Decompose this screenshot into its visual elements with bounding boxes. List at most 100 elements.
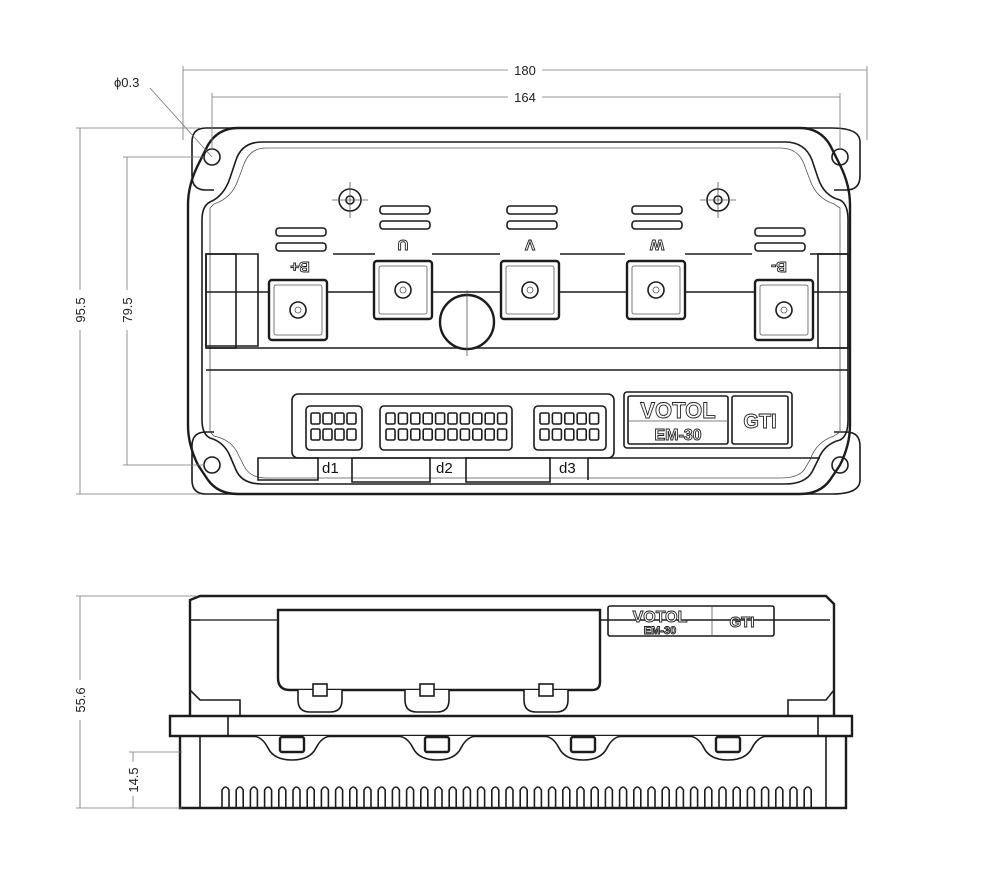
connector-pin (496, 428, 508, 441)
heatsink-fin (221, 786, 230, 808)
dim-bg-145 (125, 762, 141, 796)
connector-pin (576, 428, 588, 441)
heatsink-fin (803, 786, 812, 808)
connector-pin (334, 428, 345, 441)
terminal-bolt-center (294, 306, 302, 314)
terminal-stud-inner (631, 265, 681, 315)
heatsink-fin (732, 786, 741, 808)
heatsink-fin (391, 786, 401, 808)
heatsink-fin (689, 786, 699, 808)
terminal-label-u: U (398, 236, 409, 253)
side-brand-logo: VOTOL (633, 609, 688, 626)
brand-logo: VOTOL (640, 398, 715, 423)
dim-bg-180 (508, 61, 542, 77)
heatsink-fin (363, 786, 372, 808)
connector-pin (434, 428, 446, 441)
connector-pin (484, 412, 496, 425)
connector-pin (346, 428, 357, 441)
bottom-plates (257, 457, 820, 483)
terminal-stud (372, 259, 434, 321)
connector-pin (471, 412, 483, 425)
left-flange (191, 127, 238, 495)
heatsink-fin (661, 786, 670, 808)
dimension-hole-spacing-width: 164 (514, 90, 536, 105)
dimension-hole-dia: ϕ0.3 (114, 75, 139, 90)
connector-pin (551, 428, 563, 441)
heatsink-fin (704, 786, 713, 808)
connector-pin (447, 412, 458, 425)
connector-pin (588, 428, 600, 441)
connector-pin (576, 412, 588, 425)
connector-pin (471, 428, 483, 441)
terminal-bolt (394, 281, 412, 299)
heatsink-fin (775, 786, 784, 808)
side-latch (404, 690, 450, 713)
dim-bg-556 (72, 680, 88, 720)
heatsink-fin (491, 786, 500, 808)
side-clip-slot (423, 735, 451, 754)
side-latch (297, 690, 343, 713)
side-clip-slot (569, 735, 597, 754)
terminal-bolt (647, 281, 665, 299)
connector-pin (459, 428, 471, 441)
heatsink-fin (675, 786, 685, 808)
boss-left (332, 182, 368, 218)
terminal-stud-inner (759, 284, 809, 336)
dim-bg-955 (72, 290, 88, 330)
connector-pin (322, 428, 333, 441)
model-logo: EM-30 (654, 427, 701, 444)
terminal-label-v: V (525, 236, 535, 253)
connector-pin (588, 412, 600, 425)
side-latch-tab (312, 683, 328, 697)
connector-label-d3: d3 (559, 460, 576, 477)
heatsink-fin (746, 786, 756, 808)
connector-pin (496, 412, 508, 425)
side-view: VOTOL EM-30 GTI (168, 594, 854, 810)
dimension-fin-height: 14.5 (126, 767, 141, 792)
connector-pin (422, 412, 434, 425)
terminal-stud (267, 278, 329, 342)
heatsink-fin (292, 786, 301, 808)
terminal-stud-inner (505, 265, 555, 315)
side-latch (523, 690, 569, 713)
connector-pin (322, 412, 333, 425)
side-clip-slot (278, 735, 306, 754)
dimension-overall-height: 95.5 (73, 297, 88, 322)
connector-pin (484, 428, 496, 441)
heatsink-fin (789, 786, 798, 808)
heatsink-fin (306, 786, 315, 808)
terminal-bolt-center (399, 286, 407, 294)
terminal-label-b-plus: B+ (290, 258, 310, 275)
heatsink-fin (505, 786, 514, 808)
side-brand-plate (607, 605, 775, 637)
side-series-logo: GTI (730, 614, 755, 631)
connector-pin (397, 412, 409, 425)
heatsink-fin (718, 786, 727, 808)
terminal-strip (205, 253, 848, 347)
heatsink-fin (377, 786, 386, 808)
heatsink-fin (562, 786, 571, 808)
connector-pins (310, 412, 600, 441)
heatsink-fin (647, 786, 656, 808)
connector-pin (551, 412, 563, 425)
connector-pin (434, 412, 446, 425)
connector-pin (539, 412, 550, 425)
side-clips (251, 735, 769, 761)
heatsink-fin (235, 786, 244, 808)
inner-rim (209, 147, 841, 479)
heatsink-fin (334, 786, 344, 808)
connector-pin (459, 412, 471, 425)
heatsink-fin (420, 786, 429, 808)
side-clip-slot (714, 735, 742, 754)
brand-plate (623, 391, 793, 449)
heatsink-fin (590, 786, 599, 808)
connector-pin (385, 428, 396, 441)
terminal-stud (753, 278, 815, 342)
connector-pin (310, 428, 321, 441)
terminal-bolt-center (526, 286, 534, 294)
connector-pin (310, 412, 321, 425)
heatsink-fin (448, 786, 457, 808)
terminal-stud (625, 259, 687, 321)
heatsink-fin (604, 786, 614, 808)
